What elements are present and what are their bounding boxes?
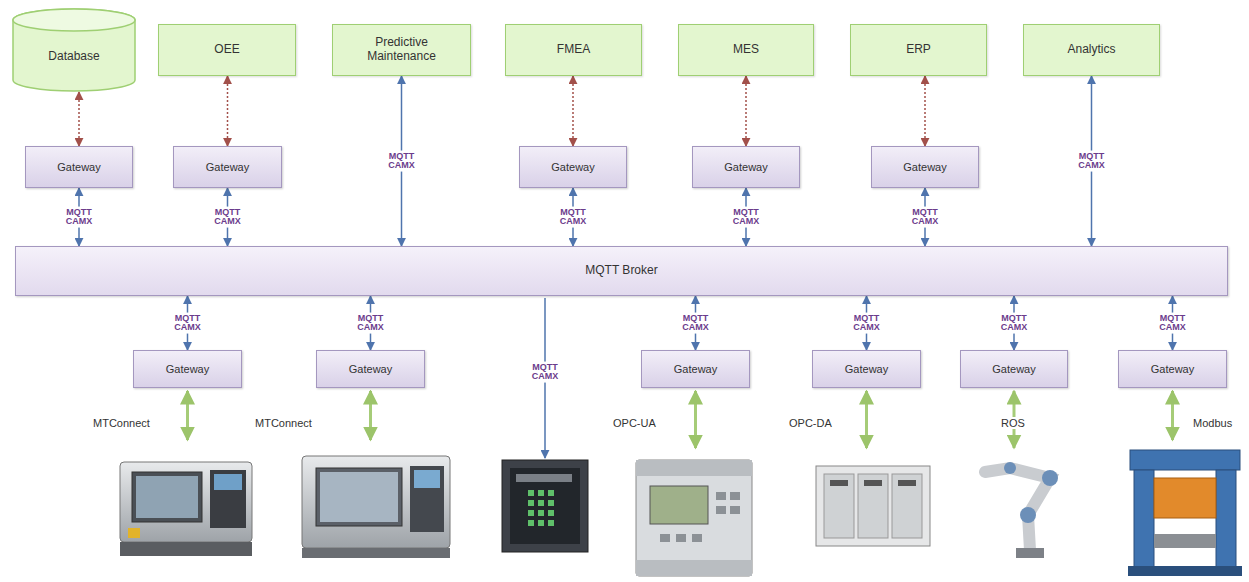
node-label: Gateway	[845, 363, 888, 376]
edge-label: MQTT CAMX	[356, 313, 386, 334]
node-label: Gateway	[551, 161, 594, 174]
application-box: ERP	[850, 24, 987, 76]
node-label: Gateway	[992, 363, 1035, 376]
node-text-group: Gateway	[674, 363, 717, 376]
node-text-group: Database	[48, 50, 99, 64]
edge-label: MQTT CAMX	[999, 313, 1029, 334]
node-text-group: Gateway	[724, 161, 767, 174]
node-text-group: Gateway	[551, 161, 594, 174]
node-label: MES	[733, 43, 759, 57]
node-label: Predictive Maintenance	[345, 36, 458, 64]
node-text-group: Gateway	[992, 363, 1035, 376]
edge-label: MQTT CAMX	[387, 151, 417, 172]
node-label: Gateway	[166, 363, 209, 376]
node-text-group: Gateway	[349, 363, 392, 376]
node-label: Gateway	[903, 161, 946, 174]
gateway-box: Gateway	[316, 350, 425, 388]
node-text-group: Gateway	[1151, 363, 1194, 376]
node-label: OEE	[214, 43, 239, 57]
node-label: MQTT Broker	[585, 264, 657, 278]
application-box: Predictive Maintenance	[332, 24, 471, 76]
link-label: MQTT CAMX	[530, 362, 560, 383]
gateway-box: Gateway	[1118, 350, 1227, 388]
node-label: ERP	[906, 43, 931, 57]
node-label: Database	[48, 50, 99, 64]
application-box: MES	[678, 24, 814, 76]
node-label: Gateway	[1151, 363, 1194, 376]
gateway-box: Gateway	[25, 146, 133, 188]
node-text-group: ERP	[906, 43, 931, 57]
cnc-lathe	[302, 456, 450, 558]
control-cabinet	[502, 460, 588, 552]
node-text-group: MES	[733, 43, 759, 57]
database-cylinder: Database	[12, 8, 136, 92]
node-text-group: Gateway	[166, 363, 209, 376]
node-text-group: Analytics	[1067, 43, 1115, 57]
protocol-label: MTConnect	[92, 417, 151, 429]
node-text-group: FMEA	[557, 43, 590, 57]
robot-arm	[985, 462, 1058, 558]
edge-label: MQTT CAMX	[910, 207, 940, 228]
node-label: Gateway	[349, 363, 392, 376]
edge-label: MQTT CAMX	[173, 313, 203, 334]
node-label: Analytics	[1067, 43, 1115, 57]
node-label: Gateway	[57, 161, 100, 174]
cnc-lathe	[120, 462, 252, 556]
protocol-arrows	[188, 391, 1173, 448]
application-box: OEE	[158, 24, 296, 76]
dashed-connector	[924, 76, 926, 146]
node-label: Gateway	[724, 161, 767, 174]
edge-label: MQTT CAMX	[213, 207, 243, 228]
node-label: Gateway	[206, 161, 249, 174]
edge-label: MQTT CAMX	[558, 207, 588, 228]
node-text-group: MQTT Broker	[585, 264, 657, 278]
controller-rack	[816, 466, 930, 546]
edge-label: MQTT CAMX	[731, 207, 761, 228]
protocol-label: Modbus	[1192, 417, 1233, 429]
gateway-box: Gateway	[641, 350, 750, 388]
node-text-group: Predictive Maintenance	[345, 36, 458, 64]
gateway-box: Gateway	[519, 146, 627, 188]
edge-label: MQTT CAMX	[852, 313, 882, 334]
node-text-group: Gateway	[845, 363, 888, 376]
gateway-box: Gateway	[692, 146, 800, 188]
node-text-group: OEE	[214, 43, 239, 57]
stamping-press	[1128, 450, 1242, 576]
protocol-label: ROS	[1000, 417, 1026, 429]
node-text-group: Gateway	[57, 161, 100, 174]
edge-label: MQTT CAMX	[1077, 151, 1107, 172]
protocol-label: OPC-DA	[788, 417, 833, 429]
application-box: Analytics	[1023, 24, 1160, 76]
protocol-label: OPC-UA	[612, 417, 657, 429]
application-box: FMEA	[505, 24, 642, 76]
node-label: Gateway	[674, 363, 717, 376]
protocol-label: MTConnect	[254, 417, 313, 429]
plc-module	[636, 460, 752, 576]
gateway-box: Gateway	[173, 146, 282, 188]
dashed-connector	[78, 92, 80, 146]
edge-label: MQTT CAMX	[64, 207, 94, 228]
dashed-connector	[572, 76, 574, 146]
node-text-group: Gateway	[206, 161, 249, 174]
edge-label: MQTT CAMX	[681, 313, 711, 334]
node-label: FMEA	[557, 43, 590, 57]
dashed-connector	[745, 76, 747, 146]
gateway-box: Gateway	[871, 146, 979, 188]
edge-label: MQTT CAMX	[1158, 313, 1188, 334]
gateway-box: Gateway	[812, 350, 921, 388]
gateway-box: Gateway	[133, 350, 242, 388]
dashed-connector	[227, 76, 229, 146]
node-text-group: Gateway	[903, 161, 946, 174]
gateway-box: Gateway	[960, 350, 1068, 388]
broker-band: MQTT Broker	[15, 246, 1228, 296]
